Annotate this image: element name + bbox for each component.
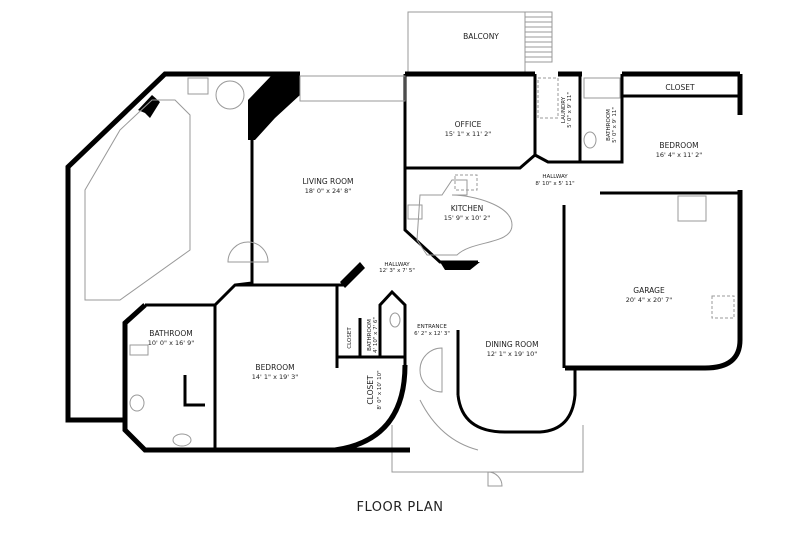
plan-title: FLOOR PLAN xyxy=(356,500,444,515)
label-closet-curved: CLOSET xyxy=(366,375,375,405)
dims-dining-room: 12' 1" x 19' 10" xyxy=(487,350,538,358)
label-laundry: LAUNDRY xyxy=(561,96,567,123)
label-balcony: BALCONY xyxy=(463,32,499,41)
label-bathroom-left: BATHROOM xyxy=(149,329,192,338)
label-closet-upper: CLOSET xyxy=(665,83,695,92)
exterior-walls xyxy=(65,71,743,453)
porch xyxy=(391,425,584,473)
dims-kitchen: 15' 9" x 10' 2" xyxy=(444,214,490,222)
dims-bedroom-right: 16' 4" x 11' 2" xyxy=(656,151,702,159)
fixtures xyxy=(84,75,735,451)
dims-bathroom-left: 10' 0" x 16' 9" xyxy=(148,339,194,347)
room-labels: BALCONY OFFICE 15' 1" x 11' 2" LAUNDRY 5… xyxy=(148,32,702,410)
label-bedroom-left: BEDROOM xyxy=(255,363,294,372)
dims-bathroom-small: 4' 10" x 7' 6" xyxy=(373,317,379,353)
dims-hallway-lower: 12' 3" x 7' 5" xyxy=(379,268,415,274)
dims-hallway-upper: 8' 10" x 5' 11" xyxy=(535,181,574,187)
label-dining-room: DINING ROOM xyxy=(485,340,538,349)
interior-walls xyxy=(145,74,740,450)
label-entrance: ENTRANCE xyxy=(417,324,447,330)
dims-office: 15' 1" x 11' 2" xyxy=(445,130,491,138)
label-closet-small: CLOSET xyxy=(347,327,353,349)
dims-laundry: 5' 0" x 9' 11" xyxy=(567,92,573,128)
label-hallway-lower: HALLWAY xyxy=(384,262,410,268)
label-garage: GARAGE xyxy=(633,286,665,295)
balcony xyxy=(407,11,553,74)
label-living-room: LIVING ROOM xyxy=(302,177,353,186)
dims-bedroom-left: 14' 1" x 19' 3" xyxy=(252,373,298,381)
label-kitchen: KITCHEN xyxy=(451,204,484,213)
dims-living-room: 18' 0" x 24' 8" xyxy=(305,187,351,195)
dims-garage: 20' 4" x 20' 7" xyxy=(626,296,672,304)
dims-bathroom-upper: 5' 0" x 9' 11" xyxy=(612,107,618,143)
dims-entrance: 6' 2" x 12' 3" xyxy=(414,331,450,337)
dims-closet-curved: 8' 0" x 10' 10" xyxy=(377,370,383,409)
label-bedroom-right: BEDROOM xyxy=(659,141,698,150)
label-bathroom-small: BATHROOM xyxy=(367,319,373,351)
label-hallway-upper: HALLWAY xyxy=(542,174,568,180)
label-bathroom-upper: BATHROOM xyxy=(606,109,612,141)
label-office: OFFICE xyxy=(455,120,482,129)
